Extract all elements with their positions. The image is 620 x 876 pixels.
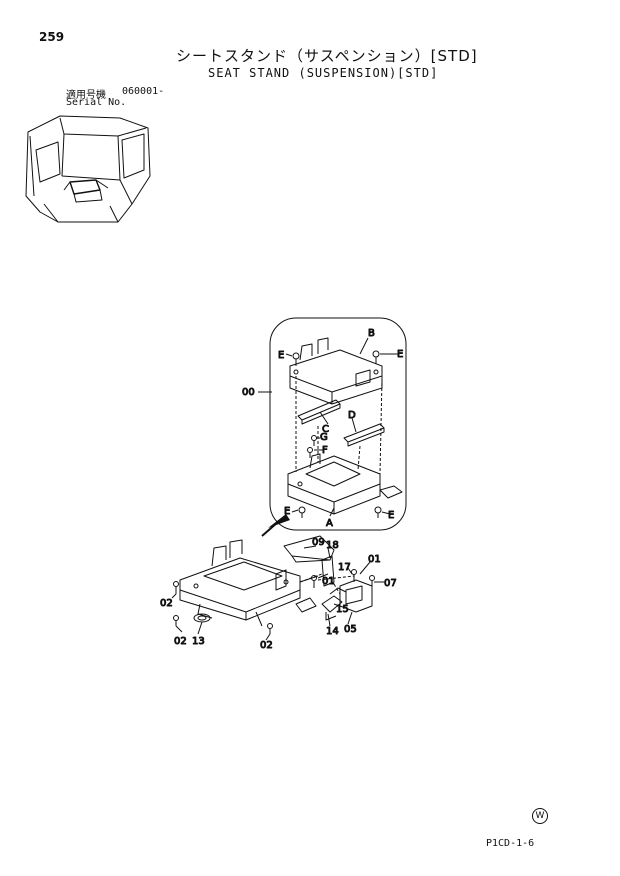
callout-e-upper-left: E <box>278 350 284 361</box>
bolts-g-f <box>307 435 317 458</box>
callout-f: F <box>322 445 328 456</box>
part-09-cover <box>283 535 335 563</box>
document-code: P1CD-1-6 <box>486 838 535 849</box>
callout-13: 13 <box>192 636 205 647</box>
part-18-bracket <box>321 555 335 587</box>
part-d-slide-rail <box>343 423 385 447</box>
assembly-guides <box>295 360 383 475</box>
callout-05: 05 <box>344 624 357 635</box>
callout-01-right: 01 <box>368 554 381 565</box>
callout-c: C <box>322 424 329 435</box>
callout-e-upper-right: E <box>397 349 403 360</box>
main-assembly-guides <box>299 573 355 595</box>
callout-d: D <box>348 410 356 421</box>
callout-15: 15 <box>336 604 349 615</box>
page-number: 259 <box>39 30 65 44</box>
callout-17: 17 <box>338 562 351 573</box>
callout-09: 09 <box>312 537 325 548</box>
serial-label-english: Serial No. <box>66 97 127 108</box>
callout-b: B <box>368 328 375 339</box>
detail-enclosure <box>269 317 407 531</box>
leader-lines-main <box>171 545 384 641</box>
part-b-upper-plate <box>289 337 383 405</box>
callout-02-left: 02 <box>160 598 173 609</box>
callout-02-bottom-left: 02 <box>174 636 187 647</box>
callout-00: 00 <box>242 387 255 398</box>
detail-arrow <box>268 514 290 528</box>
part-14-15-links <box>321 587 347 621</box>
title-english: SEAT STAND (SUSPENSION)[STD] <box>208 66 439 80</box>
callout-01-mid: 01 <box>322 576 335 587</box>
callout-e-lower-left: E <box>284 506 290 517</box>
callout-14: 14 <box>326 626 339 637</box>
part-a-lower-frame <box>287 453 403 515</box>
part-c-slide-rail <box>297 399 341 425</box>
leader-lines-detail <box>258 337 398 517</box>
serial-number-value: 060001- <box>122 86 165 97</box>
cab-thumbnail <box>25 115 151 223</box>
small-bolts <box>173 569 375 634</box>
w-mark: W <box>532 808 548 824</box>
callout-07: 07 <box>384 578 397 589</box>
callout-02-bottom: 02 <box>260 640 273 651</box>
callout-18: 18 <box>326 540 339 551</box>
callout-a: A <box>326 518 333 529</box>
serial-label-japanese: 適用号機 <box>66 90 106 101</box>
main-frame-assembly <box>179 539 319 627</box>
callout-g: G <box>320 432 328 443</box>
callout-e-lower-right: E <box>388 510 394 521</box>
title-japanese: シートスタンド（サスペンション）[STD] <box>176 47 478 65</box>
